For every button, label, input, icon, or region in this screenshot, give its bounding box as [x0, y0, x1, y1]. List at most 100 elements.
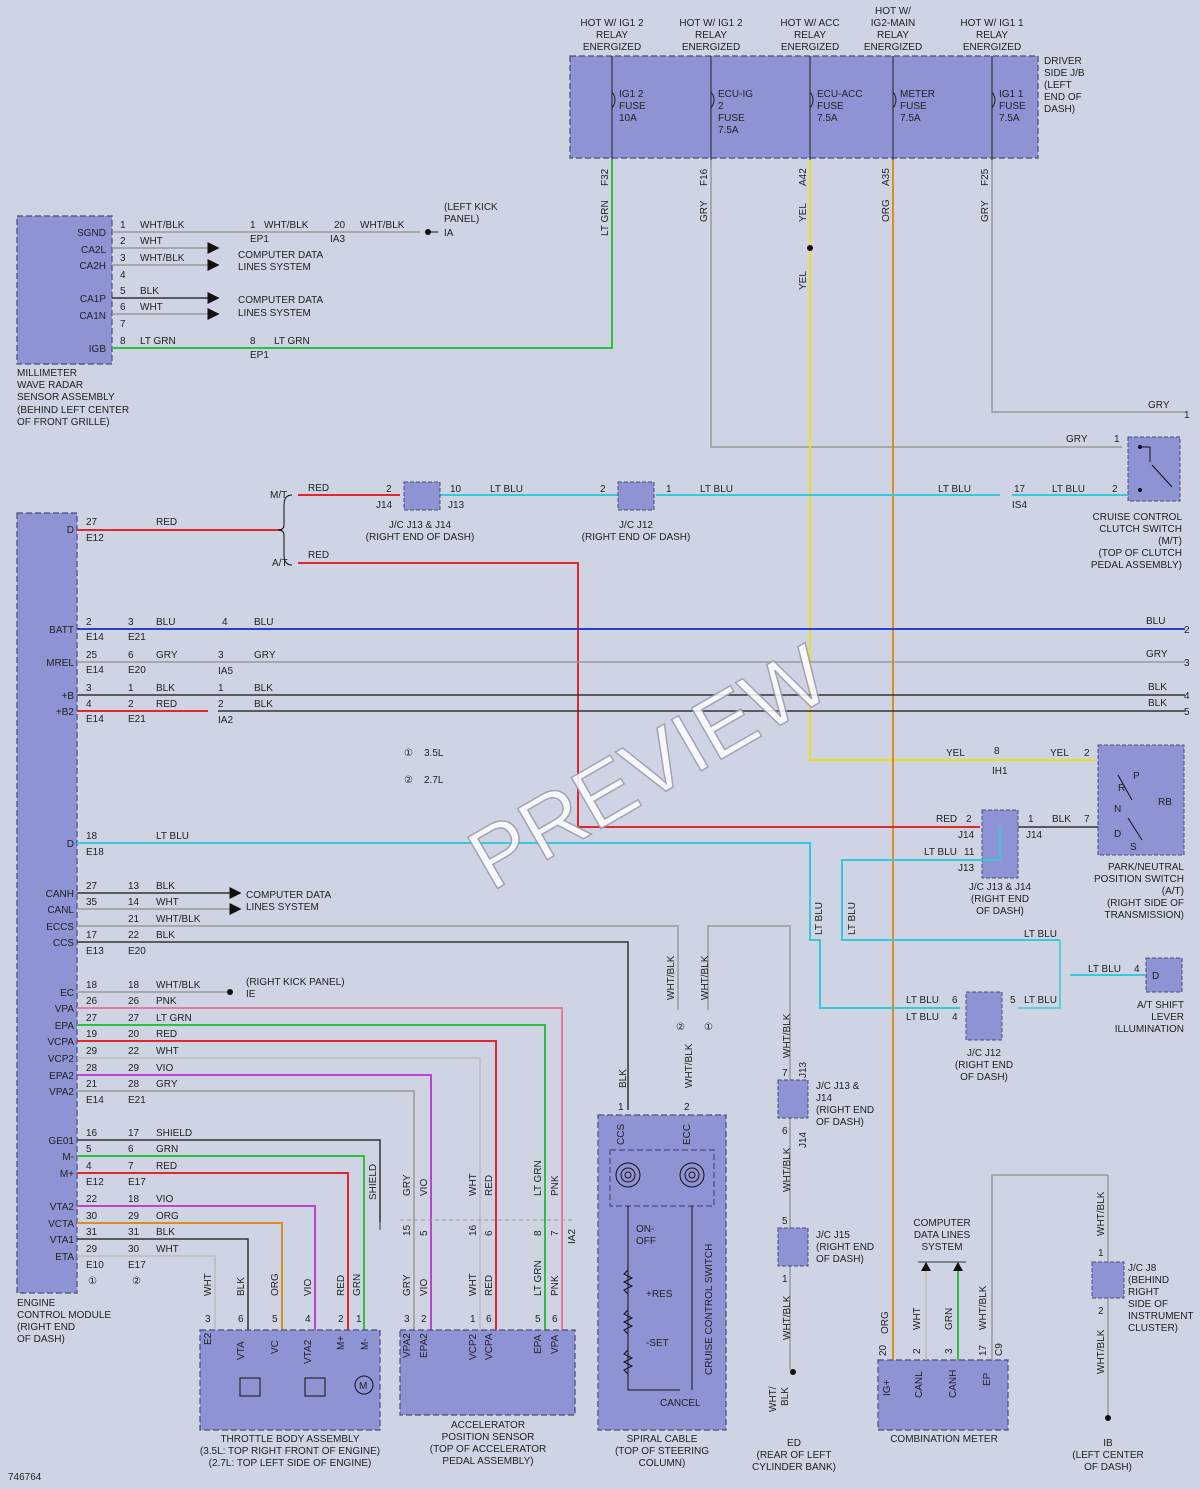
ecm-pin-names: D BATT MREL +B +B2 D CANH CANL ECCS CCS … [46, 525, 75, 1263]
svg-text:BATT: BATT [49, 625, 74, 636]
svg-text:2: 2 [120, 236, 126, 247]
svg-text:J13: J13 [448, 500, 465, 511]
svg-text:(RIGHT END OF DASH): (RIGHT END OF DASH) [582, 532, 691, 543]
svg-text:WHT: WHT [156, 1046, 179, 1057]
svg-text:4: 4 [1184, 691, 1190, 702]
svg-text:VCP2: VCP2 [468, 1333, 479, 1360]
jc-j8 [1091, 1261, 1125, 1299]
svg-text:D: D [67, 525, 74, 536]
svg-text:COMPUTER DATA: COMPUTER DATA [238, 250, 324, 261]
svg-text:3: 3 [128, 617, 134, 628]
svg-text:METER: METER [900, 89, 935, 100]
svg-text:7.5A: 7.5A [999, 113, 1020, 124]
svg-text:26: 26 [128, 996, 140, 1007]
svg-text:PARK/NEUTRAL: PARK/NEUTRAL [1108, 862, 1184, 873]
svg-text:GRY: GRY [156, 650, 178, 661]
svg-text:2: 2 [1184, 625, 1190, 636]
svg-text:RELAY: RELAY [596, 30, 628, 41]
svg-text:SIDE J/B: SIDE J/B [1044, 68, 1085, 79]
svg-text:GRY: GRY [402, 1174, 413, 1196]
preview-watermark: PREVIEW [453, 627, 844, 908]
svg-text:C9: C9 [994, 1343, 1005, 1356]
svg-text:31: 31 [86, 1227, 98, 1238]
svg-text:4: 4 [952, 1012, 958, 1023]
svg-text:CCS: CCS [616, 1124, 627, 1145]
svg-text:ED: ED [787, 1438, 801, 1449]
svg-text:WHT/BLK: WHT/BLK [156, 980, 201, 991]
svg-text:RELAY: RELAY [877, 30, 909, 41]
mt-at-labels: M/T A/T RED RED 2 J14 10 J13 LT BLU J/C … [270, 483, 1118, 569]
svg-text:②: ② [404, 775, 413, 786]
svg-text:30: 30 [86, 1211, 98, 1222]
svg-text:CANH: CANH [948, 1370, 959, 1398]
svg-text:3: 3 [404, 1314, 410, 1325]
svg-text:IA2: IA2 [218, 715, 233, 726]
svg-text:19: 19 [86, 1029, 98, 1040]
svg-text:BLK: BLK [780, 1387, 791, 1406]
svg-text:VIO: VIO [156, 1194, 173, 1205]
svg-text:IGB: IGB [89, 344, 107, 355]
svg-text:LT GRN: LT GRN [274, 336, 310, 347]
svg-text:6: 6 [782, 1126, 788, 1137]
svg-text:RED: RED [336, 1275, 347, 1296]
svg-text:2.7L: 2.7L [424, 775, 444, 786]
svg-text:BLU: BLU [254, 617, 273, 628]
svg-text:20: 20 [878, 1344, 889, 1356]
svg-text:7: 7 [120, 319, 126, 330]
svg-text:WHT: WHT [140, 302, 163, 313]
svg-text:1: 1 [356, 1314, 362, 1325]
svg-text:28: 28 [128, 1079, 140, 1090]
svg-text:1: 1 [1098, 1248, 1104, 1259]
svg-text:5: 5 [272, 1314, 278, 1325]
svg-text:ETA: ETA [55, 1252, 74, 1263]
svg-text:ENGINE: ENGINE [17, 1298, 56, 1309]
svg-text:WHT/BLK: WHT/BLK [140, 220, 185, 231]
svg-text:LT BLU: LT BLU [924, 847, 957, 858]
svg-text:15: 15 [402, 1224, 413, 1236]
svg-text:M+: M+ [336, 1336, 347, 1350]
svg-text:17: 17 [1014, 484, 1026, 495]
svg-text:VCP2: VCP2 [48, 1054, 75, 1065]
svg-text:HOT W/: HOT W/ [875, 6, 911, 17]
svg-text:RED: RED [156, 1029, 177, 1040]
svg-text:7.5A: 7.5A [817, 113, 838, 124]
svg-text:2: 2 [86, 617, 92, 628]
svg-text:LT BLU: LT BLU [700, 484, 733, 495]
svg-text:25: 25 [86, 650, 98, 661]
svg-text:4: 4 [222, 617, 228, 628]
svg-text:SENSOR ASSEMBLY: SENSOR ASSEMBLY [17, 392, 115, 403]
svg-text:J/C J15: J/C J15 [816, 1230, 850, 1241]
aps-labels: VPA2 EPA2 VCP2 VCPA EPA VPA 3 2 1 6 5 6 … [402, 1160, 578, 1467]
jc-j15 [777, 1227, 809, 1267]
motor-icon: M [359, 1381, 367, 1392]
svg-text:ECU-IG: ECU-IG [718, 89, 753, 100]
svg-text:VTA1: VTA1 [50, 1235, 75, 1246]
driver-side-jb [569, 55, 1039, 159]
svg-text:5: 5 [120, 286, 126, 297]
gry-1-label: GRY [1148, 400, 1170, 411]
svg-text:+B2: +B2 [56, 707, 75, 718]
svg-text:CA1P: CA1P [80, 294, 106, 305]
park-neutral-switch-box [1097, 744, 1185, 856]
svg-text:IG1 1: IG1 1 [999, 89, 1024, 100]
svg-text:VIO: VIO [303, 1279, 314, 1296]
svg-text:J/C J13 & J14: J/C J13 & J14 [389, 520, 452, 531]
svg-text:-SET: -SET [646, 1338, 669, 1349]
svg-text:J/C J12: J/C J12 [967, 1048, 1001, 1059]
svg-text:VTA2: VTA2 [303, 1339, 314, 1364]
svg-text:ON-: ON- [636, 1224, 654, 1235]
svg-text:FUSE: FUSE [718, 113, 745, 124]
svg-text:M-: M- [62, 1152, 74, 1163]
spiral-coil-box [609, 1149, 715, 1207]
svg-text:EP1: EP1 [250, 350, 269, 361]
svg-text:8: 8 [533, 1230, 544, 1236]
svg-text:BLK: BLK [254, 699, 273, 710]
svg-text:IB: IB [1103, 1438, 1113, 1449]
svg-text:GRY: GRY [980, 200, 991, 222]
svg-text:3: 3 [218, 650, 224, 661]
svg-text:F16: F16 [699, 168, 710, 186]
svg-text:WHT/: WHT/ [768, 1386, 779, 1412]
svg-text:VPA: VPA [55, 1004, 75, 1015]
